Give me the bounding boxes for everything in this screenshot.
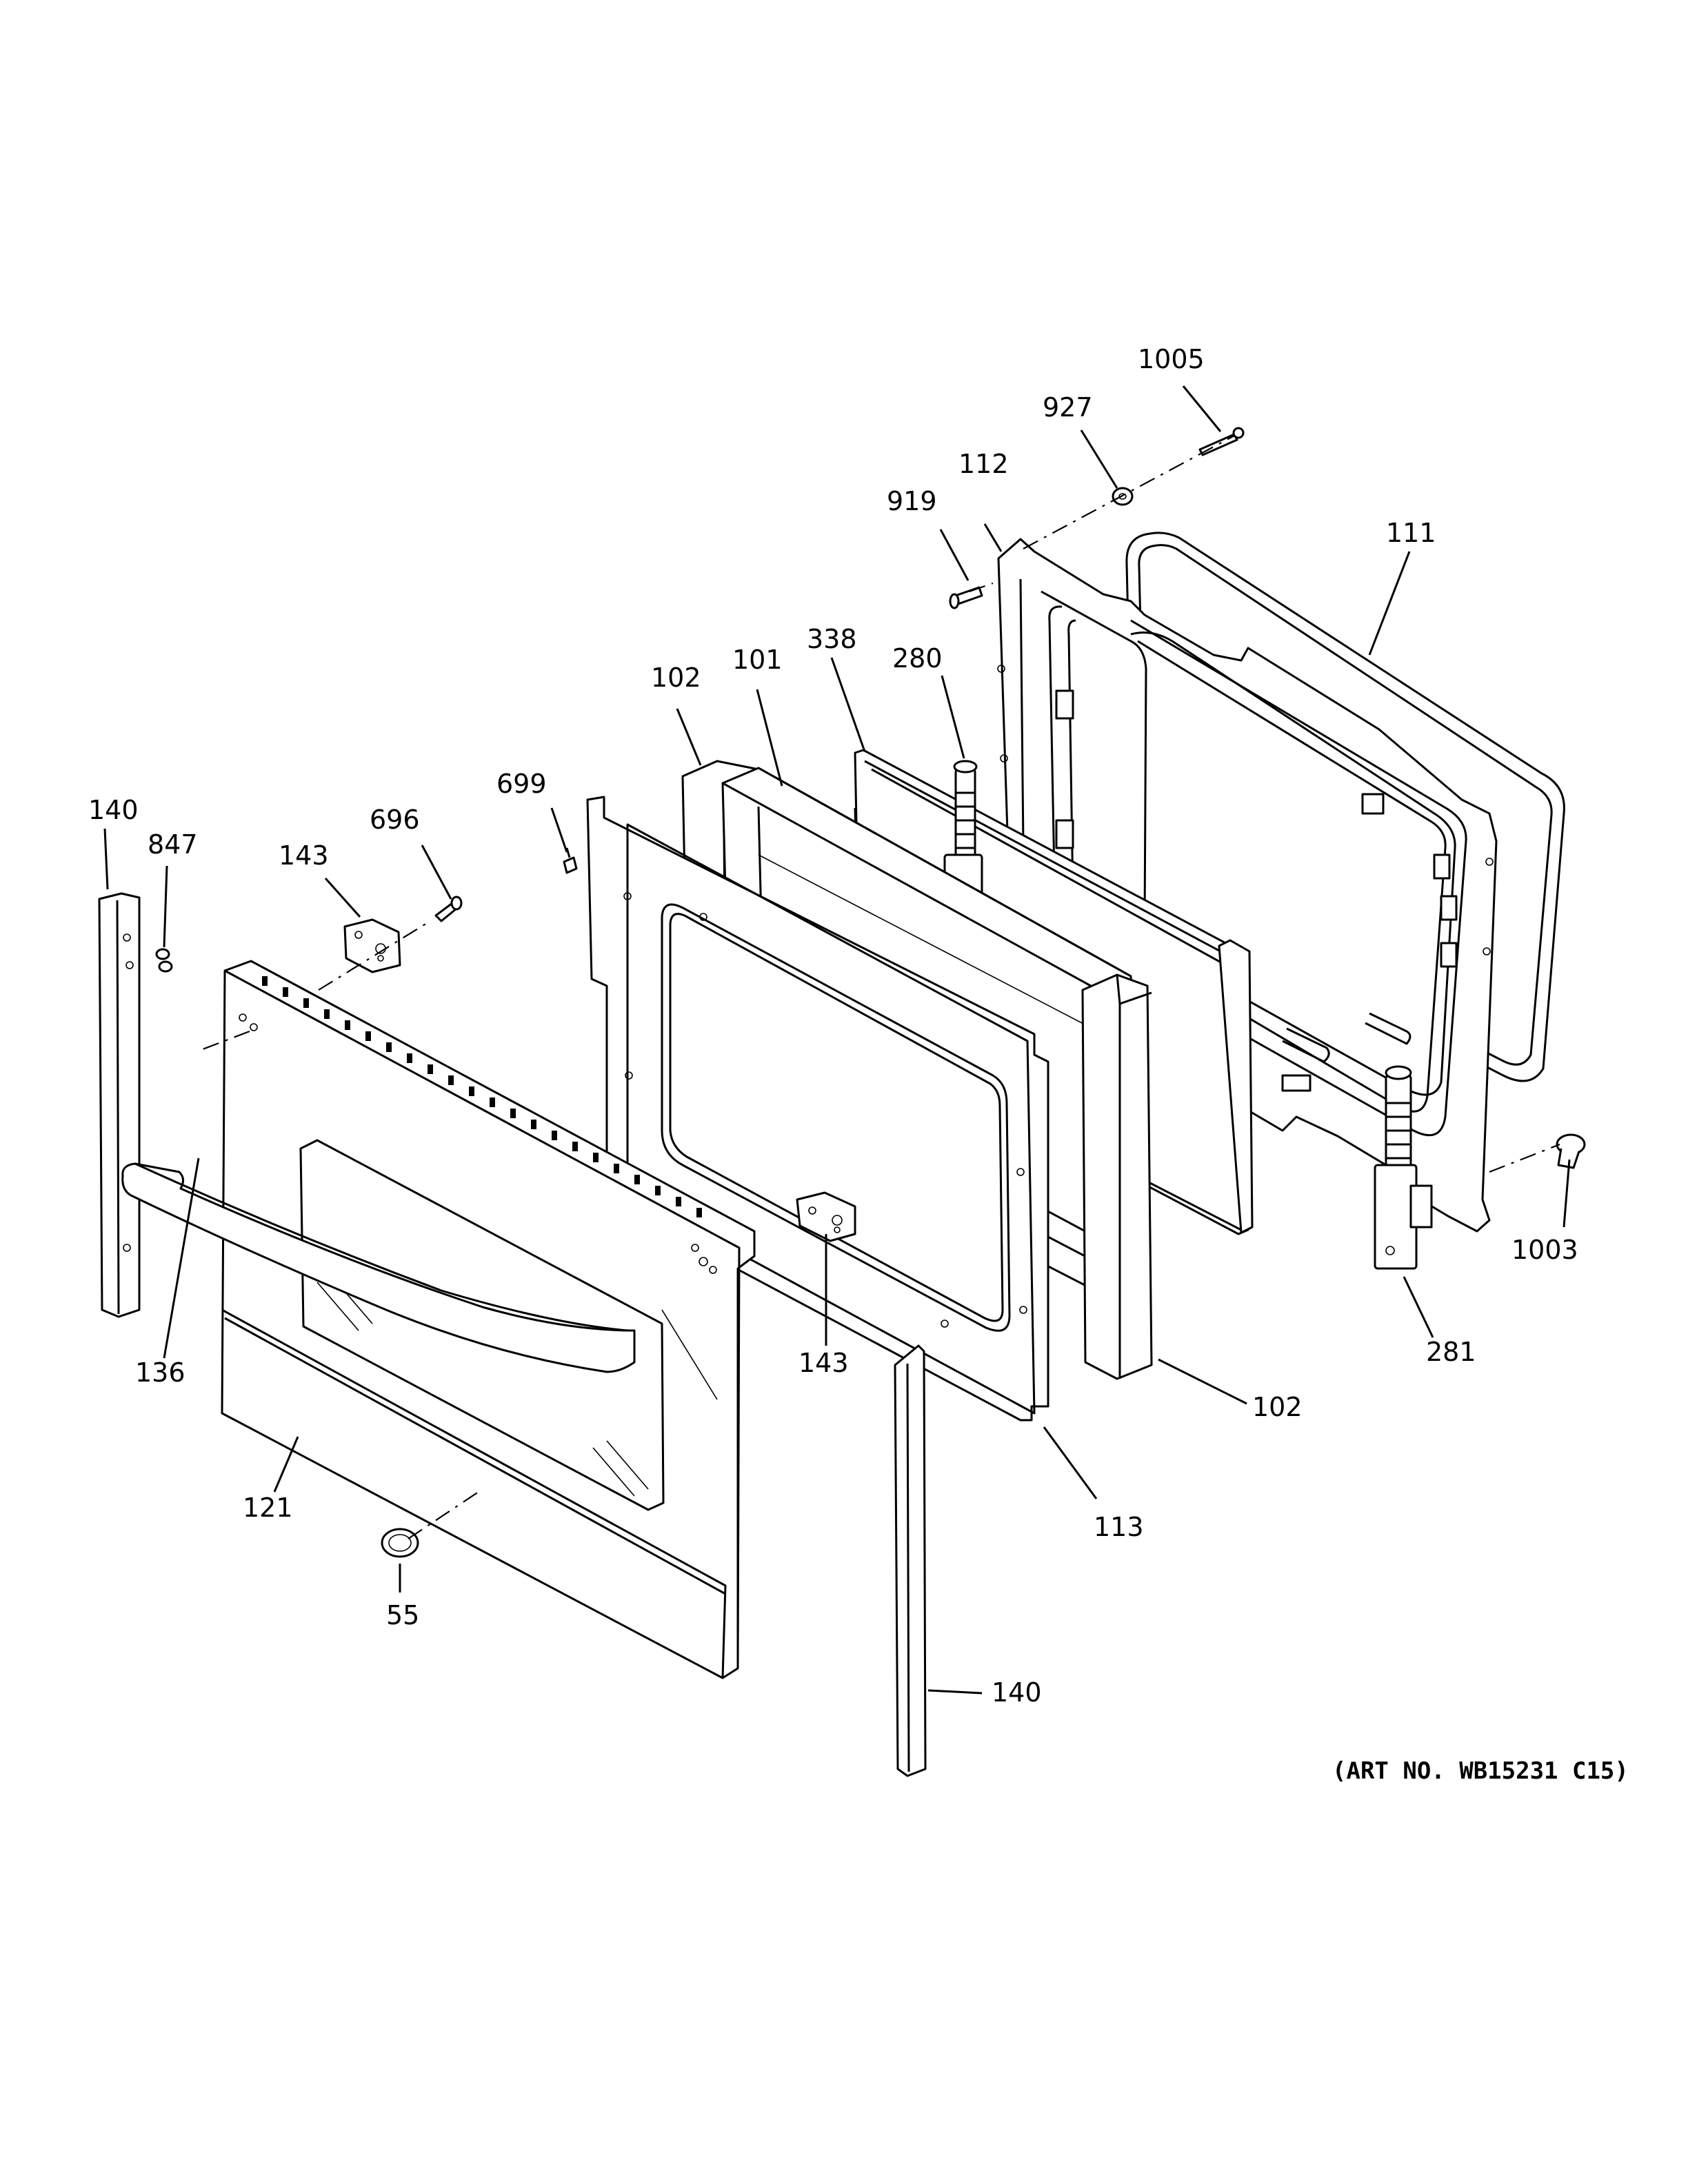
- callout-101: 101: [732, 645, 783, 675]
- callout-labels: 1005 927 112 919 111 338 280 102 101 699…: [88, 344, 1629, 1785]
- callout-55: 55: [386, 1600, 419, 1630]
- part-1003-bumper: [1556, 1133, 1586, 1169]
- part-113-door-panel: [586, 796, 1049, 1422]
- callout-113: 113: [1094, 1512, 1144, 1542]
- part-143-bracket-right: [796, 1191, 856, 1242]
- part-140-trim-left: [98, 892, 141, 1318]
- part-112-inner-door: [997, 538, 1498, 1233]
- part-143-bracket-left: [343, 918, 401, 973]
- callout-1003: 1003: [1511, 1235, 1578, 1265]
- art-number: (ART NO. WB15231 C15): [1332, 1757, 1629, 1785]
- alignment-lines: [202, 435, 1560, 1539]
- part-696-screw: [434, 896, 463, 922]
- callout-143-left: 143: [279, 840, 329, 871]
- callout-111: 111: [1386, 518, 1436, 548]
- callout-140-left: 140: [88, 795, 139, 825]
- part-699-screw: [563, 847, 578, 874]
- callout-338: 338: [807, 624, 857, 654]
- callout-102-bottom: 102: [1252, 1392, 1303, 1422]
- callout-112: 112: [958, 449, 1009, 479]
- part-847-screws: [155, 948, 173, 973]
- callout-140-right: 140: [992, 1677, 1042, 1708]
- part-136-handle: [121, 1162, 636, 1373]
- part-919-screw: [949, 586, 983, 609]
- callout-696: 696: [370, 805, 420, 835]
- callout-136: 136: [135, 1357, 185, 1388]
- part-55-logo-badge: [381, 1528, 419, 1558]
- callout-927: 927: [1043, 392, 1093, 423]
- callout-847: 847: [148, 829, 198, 860]
- callout-121: 121: [243, 1493, 293, 1523]
- callout-102-top: 102: [651, 663, 701, 693]
- callout-280: 280: [892, 643, 943, 674]
- leader-lines: [103, 385, 1571, 1695]
- part-140-trim-right: [894, 1344, 927, 1777]
- callout-699: 699: [496, 769, 547, 799]
- callout-143-right: 143: [798, 1348, 849, 1378]
- vent-slots: [262, 976, 702, 1217]
- part-102-insulation-right: [1081, 973, 1153, 1380]
- part-281-hinge-right: [1374, 1065, 1433, 1270]
- callout-919: 919: [887, 486, 937, 516]
- callout-281: 281: [1426, 1337, 1476, 1367]
- callout-1005: 1005: [1138, 344, 1205, 374]
- part-111-gasket: [1125, 532, 1565, 1082]
